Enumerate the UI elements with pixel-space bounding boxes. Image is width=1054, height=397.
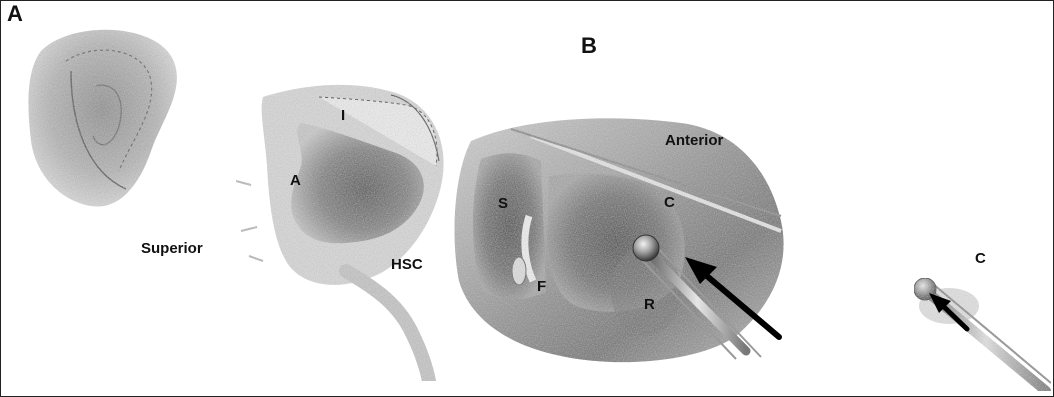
structure-label-s: S: [498, 196, 508, 211]
structure-label-r: R: [644, 297, 655, 312]
structure-label-i: I: [341, 108, 345, 123]
structure-label-f: F: [537, 279, 546, 294]
surgical-field: [455, 118, 784, 362]
structure-label-hsc: HSC: [391, 257, 423, 272]
orientation-anterior: Anterior: [665, 133, 723, 148]
panel-label-c: C: [975, 251, 986, 266]
orientation-superior: Superior: [141, 241, 203, 256]
panel-label-a: A: [7, 3, 23, 25]
auricle-drawing: [28, 30, 176, 207]
structure-label-c: C: [664, 195, 675, 210]
panel-label-b: B: [581, 35, 597, 57]
mastoid-region: [236, 85, 444, 381]
inset-drill: [914, 278, 1051, 391]
structure-label-a: A: [290, 173, 301, 188]
